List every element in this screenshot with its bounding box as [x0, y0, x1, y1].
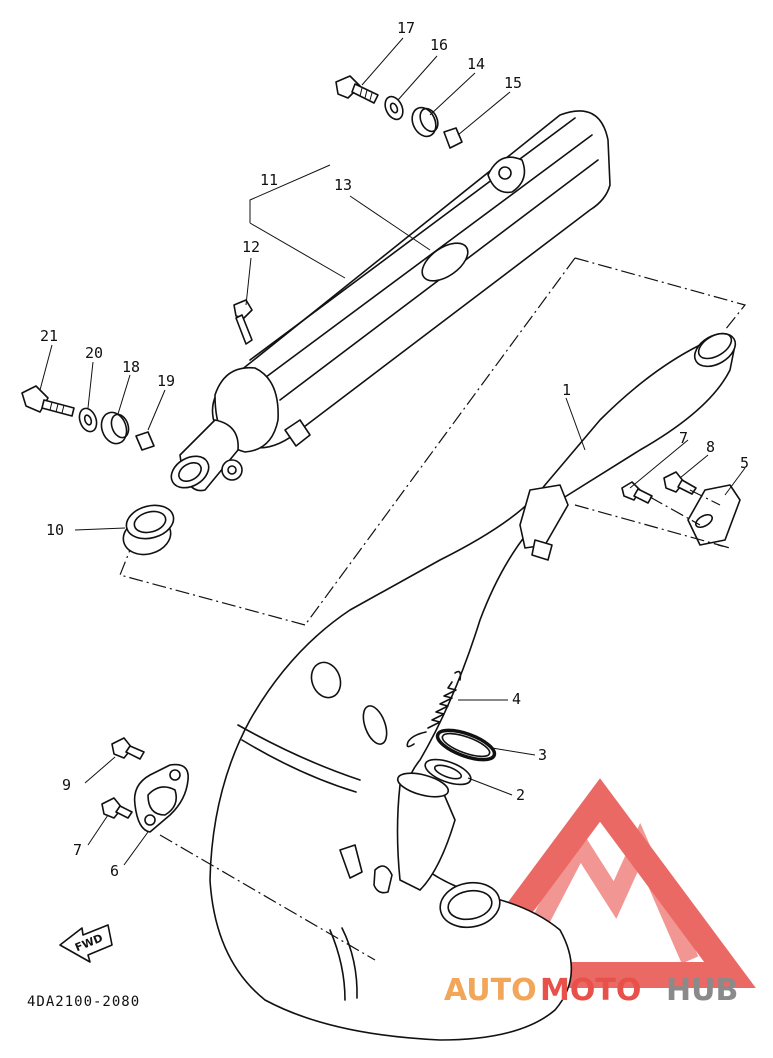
diagram-code: 4DA2100-2080 [27, 994, 140, 1010]
watermark-logo [444, 778, 756, 988]
bolt-17 [335, 75, 379, 104]
collar-15 [443, 127, 463, 149]
collar-19 [135, 431, 155, 451]
muffler-assembly [170, 110, 611, 492]
callout-17: 17 [397, 19, 415, 37]
callout-9: 9 [62, 776, 71, 794]
callout-1: 1 [562, 381, 571, 399]
watermark-text: AUTO MOTO HUB [444, 973, 738, 1008]
callout-7-lower: 7 [73, 841, 82, 859]
washer-20 [78, 407, 98, 433]
bolt-7-lower [101, 797, 133, 819]
callout-5: 5 [740, 454, 749, 472]
bolt-12 [233, 299, 253, 345]
grommet-18 [100, 411, 130, 445]
callout-10: 10 [46, 521, 64, 539]
callout-4: 4 [512, 690, 521, 708]
callout-6: 6 [110, 862, 119, 880]
callout-12: 12 [242, 238, 260, 256]
callout-21: 21 [40, 327, 58, 345]
callout-19: 19 [157, 372, 175, 390]
callout-2: 2 [516, 786, 525, 804]
gasket-10 [122, 504, 175, 556]
o-ring-3 [435, 728, 497, 762]
bracket-6 [133, 763, 189, 833]
callout-11: 11 [260, 171, 278, 189]
spring-4 [406, 670, 462, 748]
callout-20: 20 [85, 344, 103, 362]
washer-16 [384, 95, 404, 121]
fwd-arrow: FWD [59, 924, 113, 963]
callout-7-upper: 7 [679, 429, 688, 447]
callout-16: 16 [430, 36, 448, 54]
callout-13: 13 [334, 176, 352, 194]
gasket-2 [424, 758, 472, 786]
bracket-5 [687, 484, 741, 546]
svg-text:AUTO: AUTO [444, 973, 537, 1008]
callout-3: 3 [538, 746, 547, 764]
svg-text:MOTO: MOTO [540, 973, 641, 1008]
exhaust-pipe [209, 332, 737, 1041]
callout-15: 15 [504, 74, 522, 92]
callout-18: 18 [122, 358, 140, 376]
callout-14: 14 [467, 55, 485, 73]
bolt-21 [21, 385, 75, 417]
assembly-lines [119, 257, 747, 961]
bolt-7-upper [621, 481, 653, 504]
svg-text:HUB: HUB [666, 973, 738, 1008]
callout-8: 8 [706, 438, 715, 456]
callout-labels: 17 16 14 15 11 13 12 21 20 18 19 10 1 7 … [40, 19, 749, 880]
leader-lines [39, 37, 746, 866]
bolt-9 [111, 737, 145, 760]
